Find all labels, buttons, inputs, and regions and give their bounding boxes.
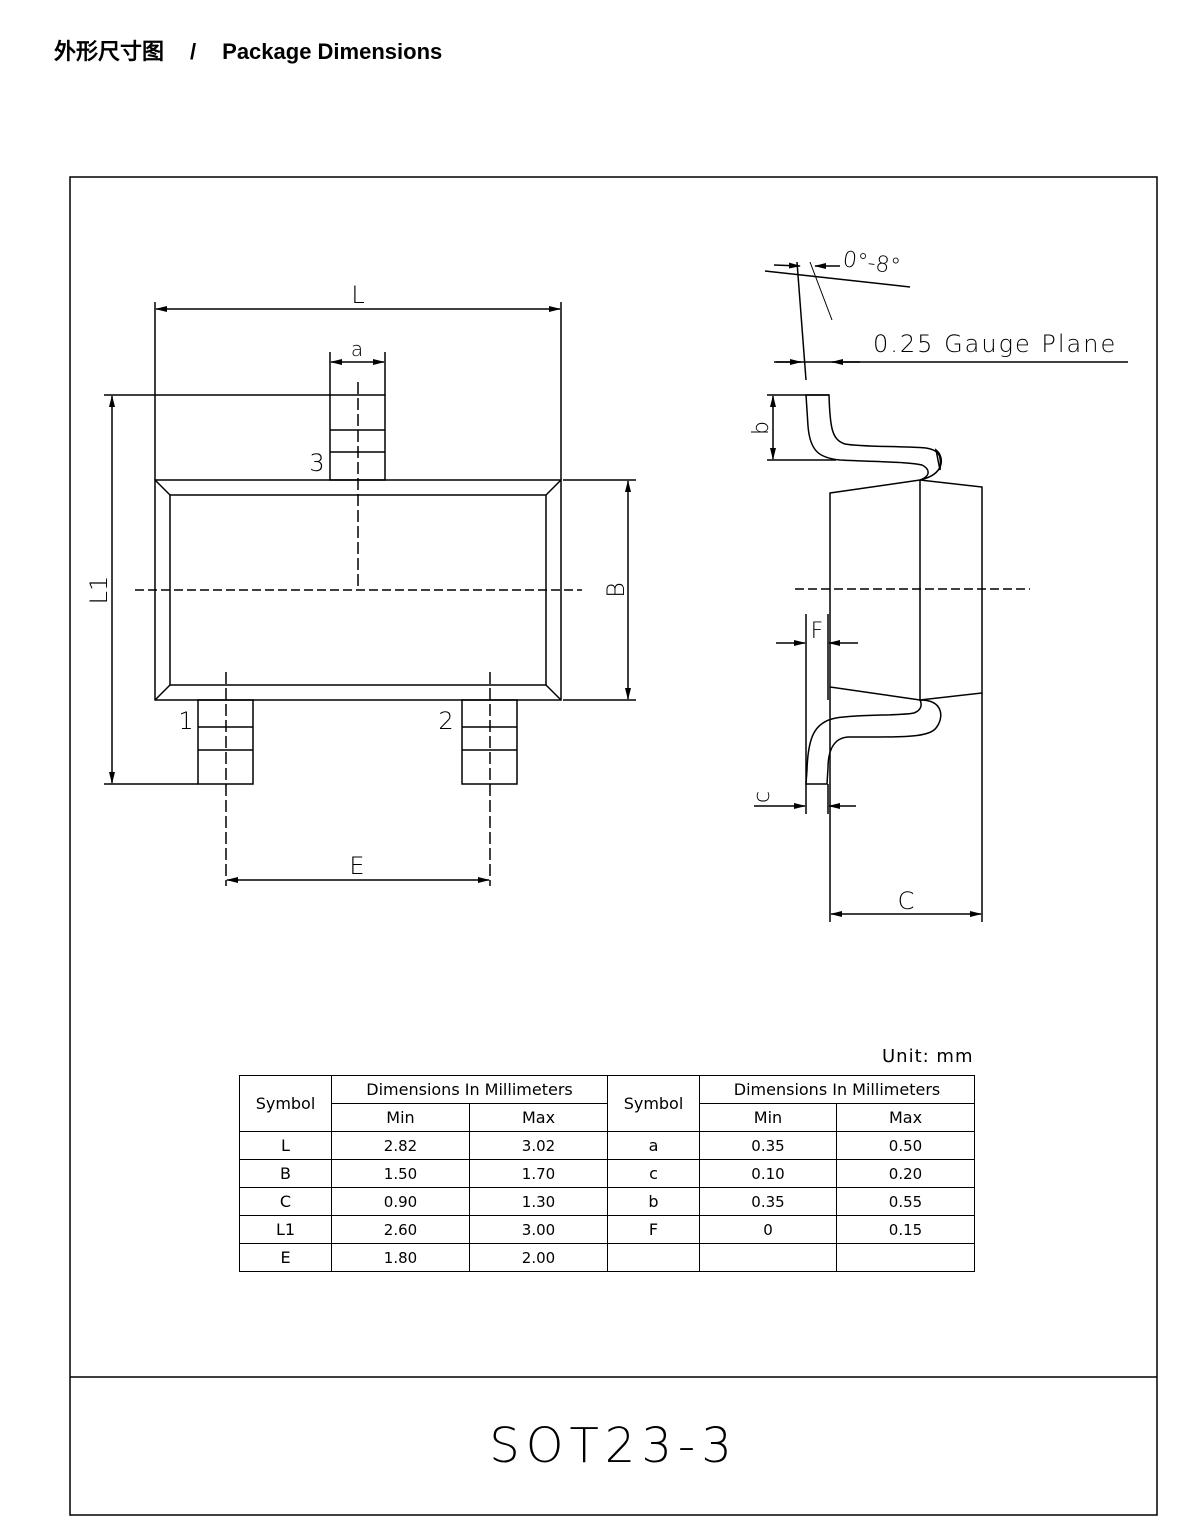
table-row: L1 2.60 3.00 F 0 0.15 xyxy=(239,1215,975,1244)
symbol-cell: c xyxy=(607,1159,700,1188)
label-L: L xyxy=(351,281,364,309)
package-name: SOT23-3 xyxy=(489,1418,738,1474)
max-cell: 0.50 xyxy=(836,1131,975,1160)
label-pin3: 3 xyxy=(309,449,324,477)
dimensions-table: Symbol Dimensions In Millimeters Symbol … xyxy=(239,1075,975,1272)
max-cell: 0.15 xyxy=(836,1215,975,1244)
min-cell: 0.90 xyxy=(331,1187,470,1216)
max-cell: 3.02 xyxy=(469,1131,608,1160)
min-cell: 0.10 xyxy=(699,1159,837,1188)
min-cell: 0.35 xyxy=(699,1131,837,1160)
max-cell: 2.00 xyxy=(469,1243,608,1272)
dims-header-right: Dimensions In Millimeters xyxy=(699,1075,975,1104)
min-cell xyxy=(699,1243,837,1272)
symbol-header-left: Symbol xyxy=(239,1075,332,1132)
label-gauge-plane: 0.25 Gauge Plane xyxy=(873,330,1117,358)
side-body xyxy=(829,479,983,701)
drawing-frame xyxy=(69,176,1158,1516)
min-header-left: Min xyxy=(331,1103,470,1132)
label-E: E xyxy=(349,852,364,880)
symbol-header-right: Symbol xyxy=(607,1075,700,1132)
lower-lead xyxy=(805,699,942,785)
max-cell: 0.55 xyxy=(836,1187,975,1216)
max-cell: 1.30 xyxy=(469,1187,608,1216)
symbol-cell: E xyxy=(239,1243,332,1272)
label-c: c xyxy=(750,791,775,803)
table-subheader-row: Min Max Min Max xyxy=(240,1103,975,1132)
max-cell: 0.20 xyxy=(836,1159,975,1188)
max-cell: 3.00 xyxy=(469,1215,608,1244)
table-row: L 2.82 3.02 a 0.35 0.50 xyxy=(239,1131,975,1160)
min-cell: 2.60 xyxy=(331,1215,470,1244)
min-cell: 1.50 xyxy=(331,1159,470,1188)
max-cell: 1.70 xyxy=(469,1159,608,1188)
min-cell: 1.80 xyxy=(331,1243,470,1272)
symbol-cell: C xyxy=(239,1187,332,1216)
table-header-row: Symbol Dimensions In Millimeters Symbol … xyxy=(239,1075,975,1132)
table-row: E 1.80 2.00 xyxy=(239,1243,975,1272)
label-a: a xyxy=(351,337,363,361)
min-header-right: Min xyxy=(699,1103,837,1132)
symbol-cell: L xyxy=(239,1131,332,1160)
label-L1: L1 xyxy=(85,576,113,605)
label-F: F xyxy=(811,619,824,644)
side-view xyxy=(754,261,1128,922)
label-pin2: 2 xyxy=(438,707,453,735)
title-separator: / xyxy=(190,39,197,64)
max-cell xyxy=(836,1243,975,1272)
symbol-cell: F xyxy=(607,1215,700,1244)
symbol-cell: b xyxy=(607,1187,700,1216)
label-angle: 0°-8° xyxy=(841,247,902,280)
max-header-left: Max xyxy=(469,1103,608,1132)
table-row: C 0.90 1.30 b 0.35 0.55 xyxy=(239,1187,975,1216)
top-view xyxy=(104,302,636,886)
label-b: b xyxy=(749,421,774,435)
title-en: Package Dimensions xyxy=(222,39,443,64)
max-header-right: Max xyxy=(836,1103,975,1132)
unit-label: Unit: mm xyxy=(882,1046,974,1067)
symbol-cell: a xyxy=(607,1131,700,1160)
page-header: 外形尺寸图 / Package Dimensions xyxy=(54,34,442,66)
symbol-cell xyxy=(607,1243,700,1272)
label-B: B xyxy=(602,582,630,598)
min-cell: 0.35 xyxy=(699,1187,837,1216)
title-block: SOT23-3 xyxy=(70,1377,1157,1515)
table-row: B 1.50 1.70 c 0.10 0.20 xyxy=(239,1159,975,1188)
symbol-cell: L1 xyxy=(239,1215,332,1244)
label-pin1: 1 xyxy=(178,707,193,735)
title-cn: 外形尺寸图 xyxy=(54,39,165,64)
symbol-cell: B xyxy=(239,1159,332,1188)
upper-lead xyxy=(805,394,943,481)
dims-header-left: Dimensions In Millimeters xyxy=(331,1075,608,1104)
label-C: C xyxy=(898,887,915,915)
min-cell: 0 xyxy=(699,1215,837,1244)
min-cell: 2.82 xyxy=(331,1131,470,1160)
